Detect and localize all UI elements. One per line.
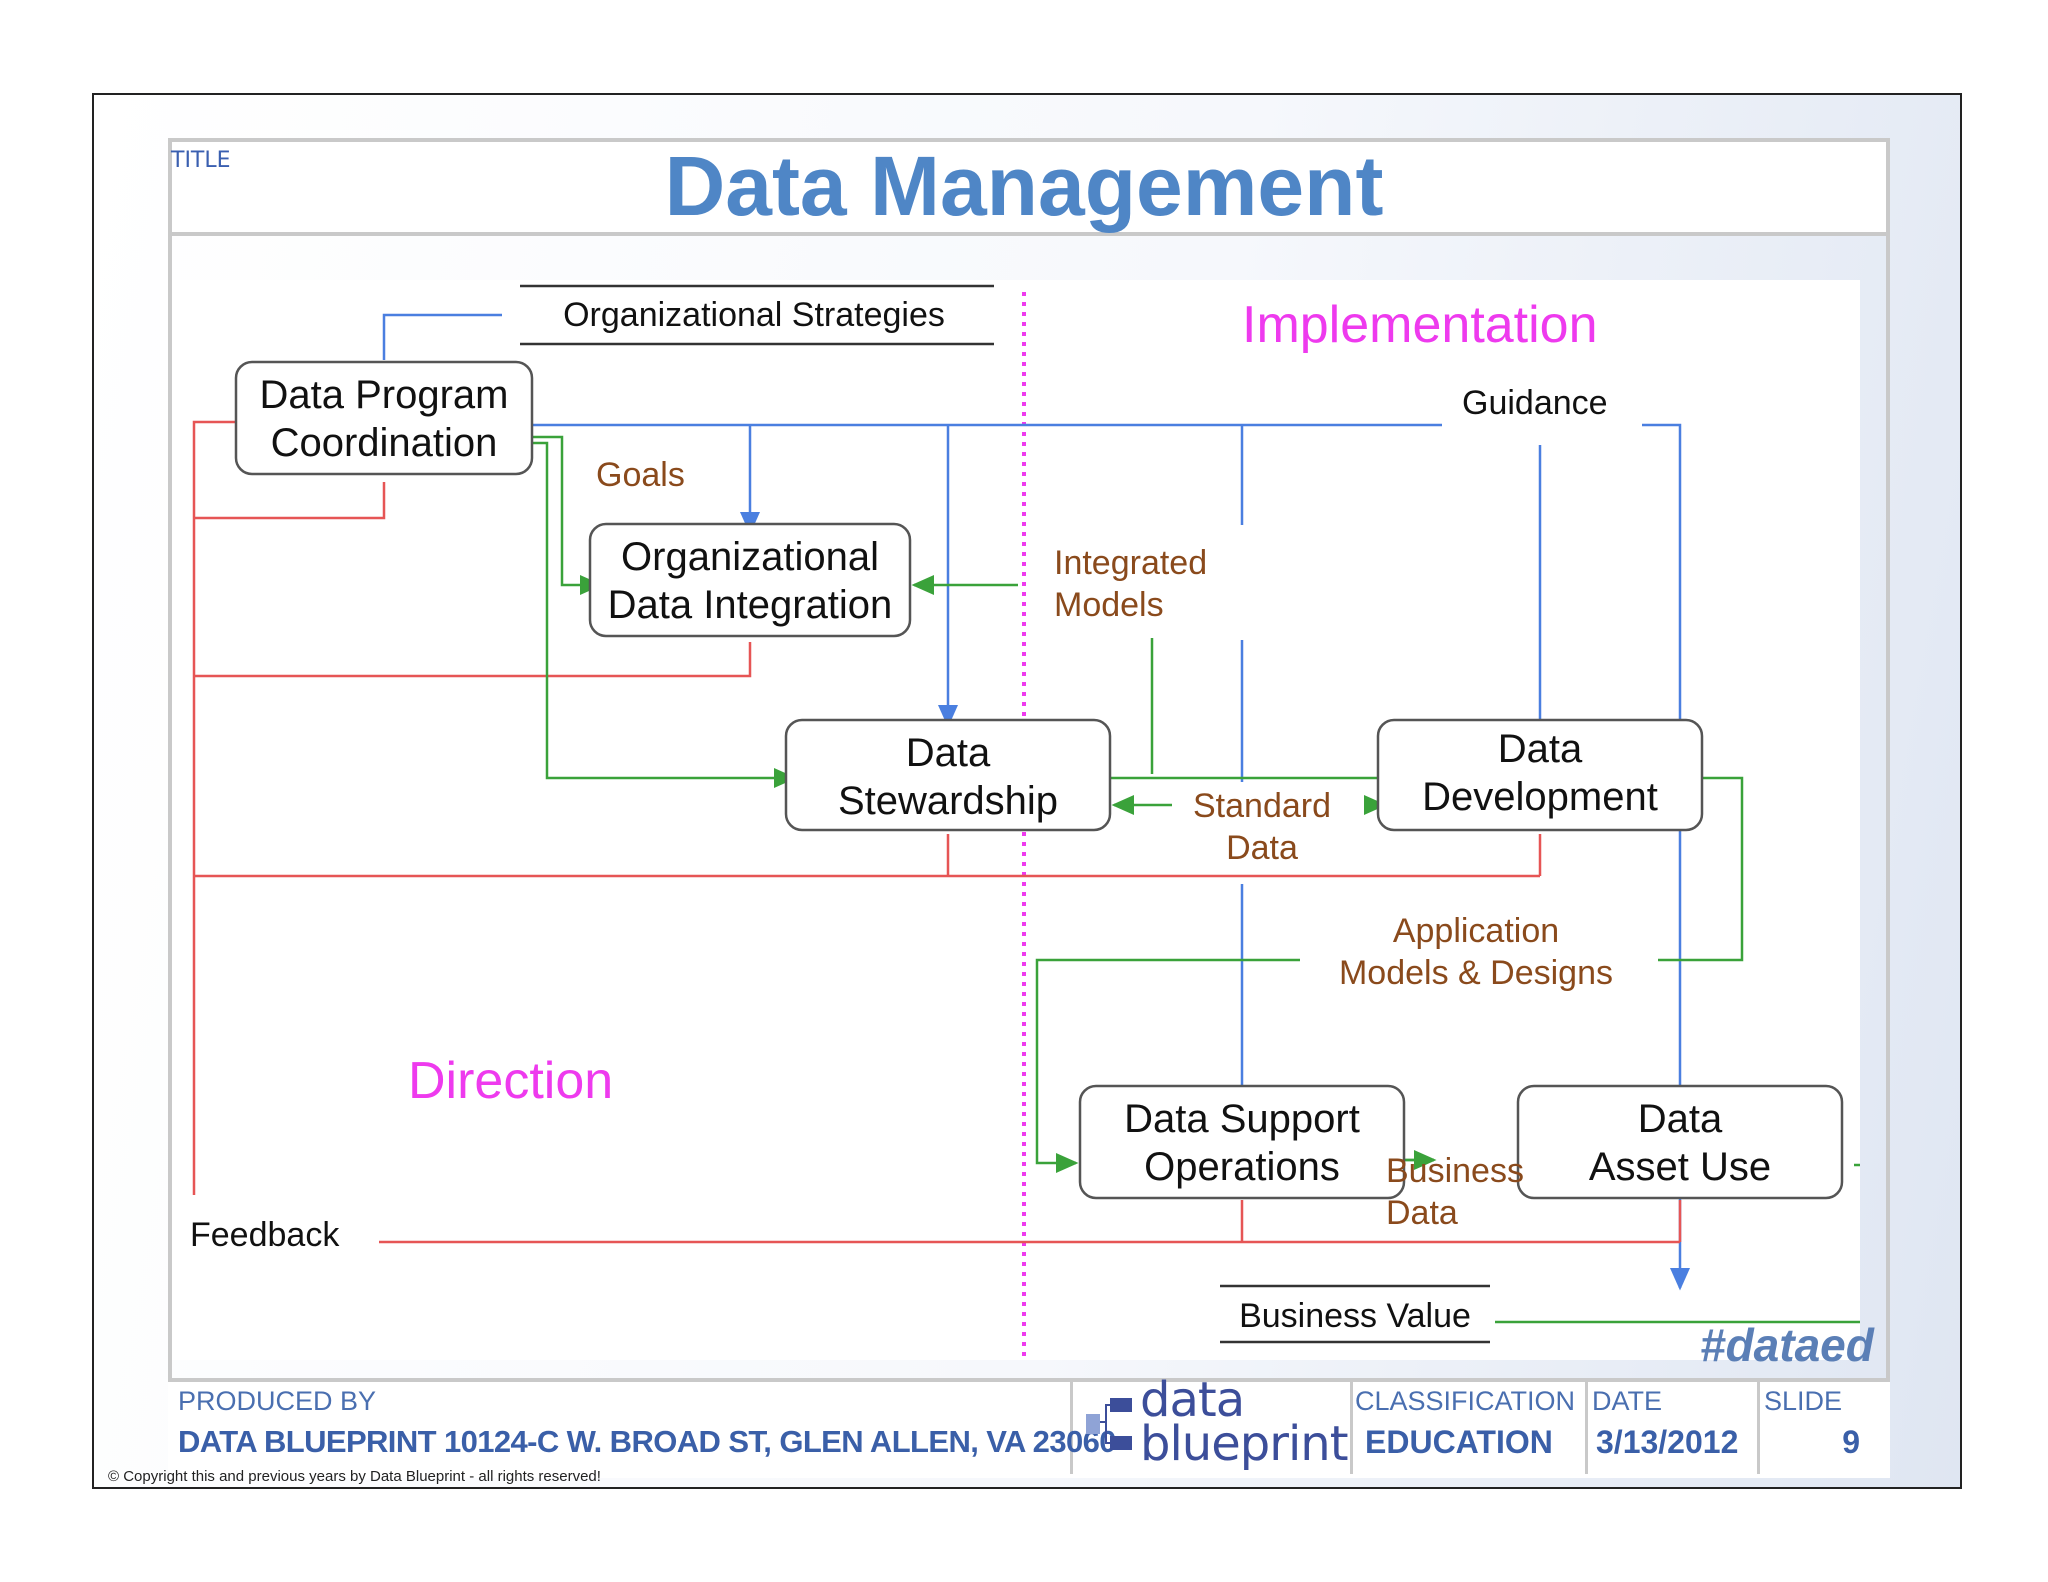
logo-mark-icon xyxy=(1086,1398,1132,1450)
label-goals: Goals xyxy=(596,456,685,494)
node-label: Coordination xyxy=(271,421,498,465)
hashtag: #dataed xyxy=(1700,1319,1874,1371)
classification-label: CLASSIFICATION xyxy=(1355,1386,1576,1416)
feedback-lines xyxy=(192,420,1682,1244)
node-label: Development xyxy=(1422,775,1658,819)
footer-classification-cell xyxy=(1353,1382,1588,1474)
label-standard-data: Data xyxy=(1226,829,1298,867)
node-label: Data xyxy=(906,731,991,775)
node-data-stewardship: Data Stewardship xyxy=(784,718,1112,832)
label-standard-data: Standard xyxy=(1193,787,1331,825)
label-integrated-models: Integrated xyxy=(1054,544,1207,582)
produced-by-value: DATA BLUEPRINT 10124-C W. BROAD ST, GLEN… xyxy=(178,1424,1116,1459)
copyright-notice: © Copyright this and previous years by D… xyxy=(108,1468,601,1485)
node-data-program-coordination: Data Program Coordination xyxy=(234,360,534,476)
produced-by-label: PRODUCED BY xyxy=(178,1386,377,1416)
footer-bar xyxy=(168,1378,1890,1478)
page-title: Data Management xyxy=(664,139,1384,233)
node-label: Data xyxy=(1498,727,1583,771)
node-label: Stewardship xyxy=(838,779,1058,823)
label-business-data: Data xyxy=(1386,1194,1458,1232)
label-integrated-models: Models xyxy=(1054,586,1164,624)
node-data-development: Data Development xyxy=(1376,718,1704,832)
data-blueprint-logo: data blueprint xyxy=(1140,1372,1349,1472)
svg-text:Business Value: Business Value xyxy=(1239,1297,1471,1335)
node-data-asset-use: Data Asset Use xyxy=(1516,1084,1844,1200)
node-label: Data Program xyxy=(260,373,509,417)
node-organizational-data-integration: Organizational Data Integration xyxy=(588,522,912,638)
label-application-models: Models & Designs xyxy=(1339,954,1613,992)
label-organizational-strategies: Organizational Strategies xyxy=(520,284,994,346)
node-label: Asset Use xyxy=(1589,1145,1771,1189)
label-application-models: Application xyxy=(1393,912,1559,950)
logo-line-1: data xyxy=(1140,1372,1245,1428)
node-label: Data xyxy=(1638,1097,1723,1141)
slide-number: 9 xyxy=(1842,1424,1860,1460)
title-bar xyxy=(168,138,1890,236)
node-label: Organizational xyxy=(621,535,879,579)
footer-logo-cell xyxy=(1073,1382,1353,1474)
classification-value: EDUCATION xyxy=(1365,1424,1553,1460)
label-feedback: Feedback xyxy=(190,1216,340,1254)
node-label: Operations xyxy=(1144,1145,1340,1189)
date-label: DATE xyxy=(1592,1386,1663,1416)
label-guidance: Guidance xyxy=(1462,384,1608,422)
footer-date-cell xyxy=(1588,1382,1760,1474)
node-label: Data Integration xyxy=(608,583,893,627)
node-data-support-operations: Data Support Operations xyxy=(1078,1084,1406,1200)
region-implementation: Implementation xyxy=(1242,296,1598,354)
label-business-data: Business xyxy=(1386,1152,1524,1190)
label-business-value: Business Value xyxy=(1220,1284,1490,1344)
guidance-lines xyxy=(382,313,1690,1291)
node-label: Data Support xyxy=(1124,1097,1360,1141)
data-management-diagram: Data Program Coordination Organizational… xyxy=(172,280,1860,1360)
footer-produced-by-cell xyxy=(168,1382,1073,1474)
slide-label: SLIDE xyxy=(1764,1386,1843,1416)
region-direction: Direction xyxy=(408,1052,613,1110)
logo-line-2: blueprint xyxy=(1140,1416,1349,1472)
title-field-label: TITLE xyxy=(171,148,231,173)
date-value: 3/13/2012 xyxy=(1596,1424,1739,1460)
svg-text:Organizational Strategies: Organizational Strategies xyxy=(563,296,945,334)
